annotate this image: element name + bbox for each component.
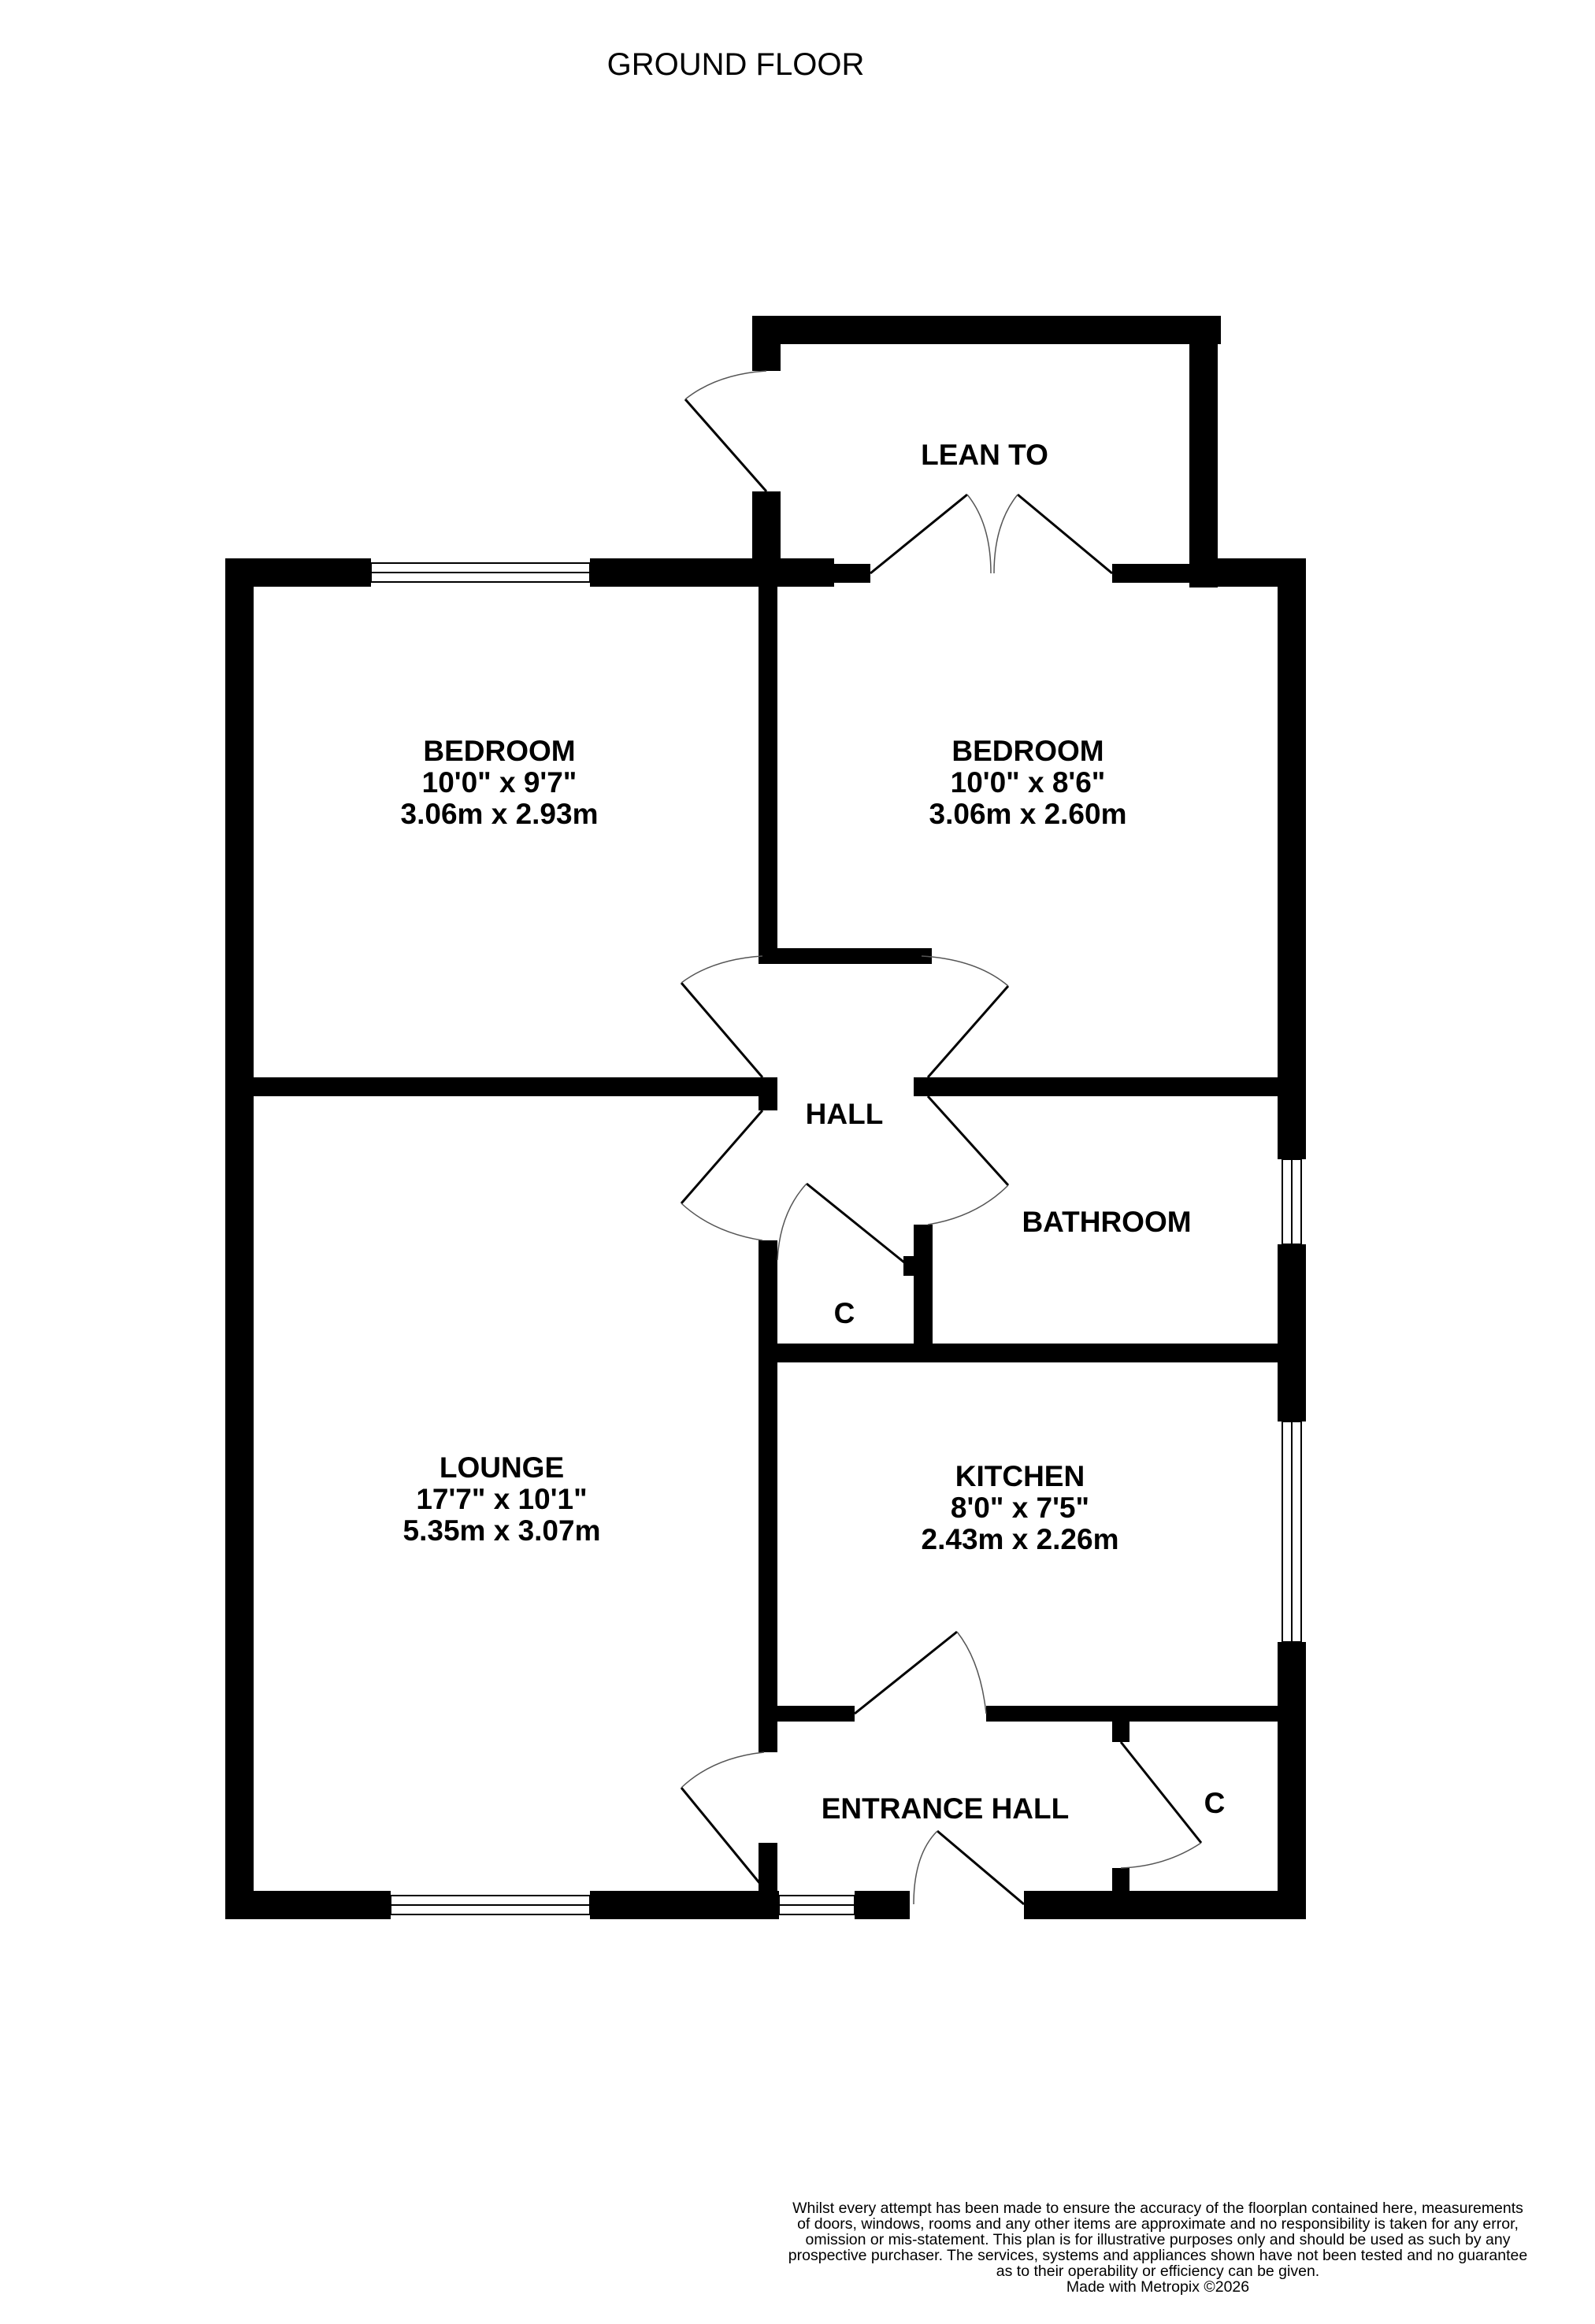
doors bbox=[680, 370, 1203, 1906]
bedroom2-imperial: 10'0" x 8'6" bbox=[951, 766, 1106, 799]
bedroom2-metric: 3.06m x 2.60m bbox=[929, 798, 1127, 830]
cupboard2-top-stub bbox=[1112, 1717, 1129, 1742]
windows bbox=[370, 562, 1302, 1915]
outer-bottom-wall-entrance-left bbox=[855, 1891, 910, 1919]
kitchen-bottom-wall-right bbox=[986, 1706, 1284, 1722]
lounge-right-wall-upper bbox=[759, 1240, 777, 1752]
outer-bottom-wall-right bbox=[1024, 1891, 1306, 1919]
bedroom1-imperial: 10'0" x 9'7" bbox=[422, 766, 577, 799]
floor-title: GROUND FLOOR bbox=[607, 47, 865, 82]
disclaimer-line: Whilst every attempt has been made to en… bbox=[792, 2200, 1523, 2217]
hall-name: HALL bbox=[806, 1098, 884, 1130]
outer-bottom-wall-mid bbox=[590, 1891, 779, 1919]
lounge-imperial: 17'7" x 10'1" bbox=[416, 1483, 587, 1515]
lean-to-name: LEAN TO bbox=[921, 439, 1048, 471]
disclaimer-line: as to their operability or efficiency ca… bbox=[996, 2263, 1320, 2280]
kitchen-bottom-wall-left bbox=[768, 1706, 855, 1722]
room-labels: LEAN TO BEDROOM 10'0" x 9'7" 3.06m x 2.9… bbox=[401, 439, 1226, 1825]
kitchen-metric: 2.43m x 2.26m bbox=[922, 1523, 1119, 1555]
kitchen-name: KITCHEN bbox=[955, 1460, 1085, 1492]
outer-right-wall-mid bbox=[1278, 1244, 1306, 1421]
outer-bottom-wall-left bbox=[225, 1891, 391, 1919]
cupboard2-name: C bbox=[1204, 1787, 1226, 1819]
hall-left-wall-stub bbox=[759, 1077, 777, 1110]
lean-to-left-wall-lower bbox=[752, 491, 781, 567]
outer-right-wall-lower bbox=[1278, 1642, 1306, 1919]
disclaimer-credit: Made with Metropix ©2026 bbox=[1066, 2278, 1250, 2296]
lean-to-top-wall bbox=[752, 316, 1221, 344]
bedroom2-bottom-wall bbox=[759, 948, 932, 964]
cupboard-right-wall bbox=[914, 1225, 933, 1362]
lean-to-right-wall bbox=[1189, 316, 1218, 587]
outer-top-wall-bed2-right bbox=[1112, 564, 1191, 583]
disclaimer-line: omission or mis-statement. This plan is … bbox=[805, 2231, 1511, 2248]
cupboard2-bottom-stub bbox=[1112, 1868, 1129, 1896]
entrance-hall-name: ENTRANCE HALL bbox=[822, 1792, 1069, 1825]
bedroom1-bottom-wall bbox=[254, 1077, 766, 1096]
bedroom1-name: BEDROOM bbox=[423, 735, 575, 767]
lounge-name: LOUNGE bbox=[440, 1451, 564, 1484]
outer-right-wall-upper bbox=[1278, 558, 1306, 1159]
disclaimer-line: of doors, windows, rooms and any other i… bbox=[797, 2215, 1519, 2233]
disclaimer: Whilst every attempt has been made to en… bbox=[733, 2200, 1583, 2295]
bathroom-name: BATHROOM bbox=[1022, 1206, 1191, 1238]
bedroom1-metric: 3.06m x 2.93m bbox=[401, 798, 599, 830]
disclaimer-line: prospective purchaser. The services, sys… bbox=[788, 2247, 1528, 2264]
walls bbox=[225, 316, 1306, 1919]
lounge-metric: 5.35m x 3.07m bbox=[403, 1514, 601, 1547]
kitchen-top-wall bbox=[768, 1344, 1284, 1362]
outer-left-wall bbox=[225, 558, 254, 1919]
kitchen-imperial: 8'0" x 7'5" bbox=[951, 1492, 1089, 1524]
cupboard1-name: C bbox=[834, 1297, 855, 1329]
bathroom-top-wall bbox=[914, 1077, 1284, 1096]
hall-right-wall-stub bbox=[914, 1077, 933, 1096]
bedrooms-divider-wall bbox=[759, 579, 777, 960]
cupboard-door-stop bbox=[903, 1256, 916, 1276]
bedroom2-name: BEDROOM bbox=[951, 735, 1104, 767]
lean-to-left-wall-upper bbox=[752, 316, 781, 371]
